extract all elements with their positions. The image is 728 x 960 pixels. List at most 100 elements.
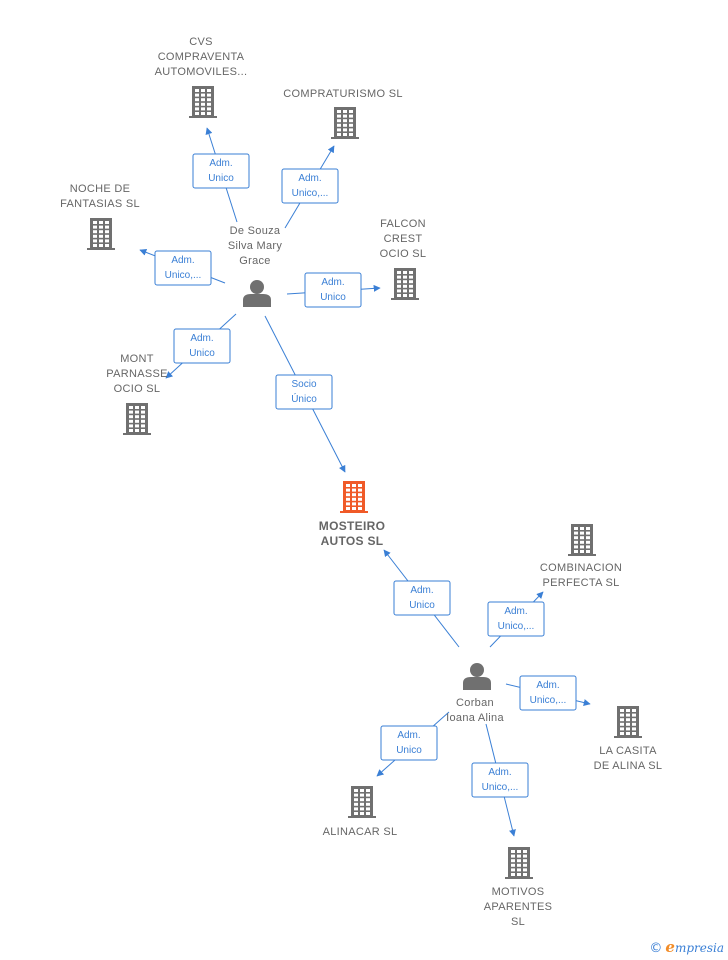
brand-footer: ©empresia xyxy=(649,938,724,956)
brand-logo-initial: e xyxy=(665,938,675,956)
node-label: Corban xyxy=(456,697,494,709)
node-label: PERFECTA SL xyxy=(542,577,619,589)
edge-label-text: Adm. xyxy=(171,255,194,266)
edge-label-box[interactable] xyxy=(304,272,362,308)
edge-label-text: Unico,... xyxy=(498,621,535,632)
node-label: FALCON xyxy=(380,218,426,230)
node-motivos[interactable]: MOTIVOS APARENTES SL xyxy=(484,847,553,928)
brand-logo-text: mpresia xyxy=(674,941,724,955)
building-icon xyxy=(348,786,376,818)
edge-label-box[interactable] xyxy=(471,762,529,798)
node-label: AUTOS SL xyxy=(321,534,384,548)
node-label: CREST xyxy=(384,233,423,245)
node-label: PARNASSE xyxy=(106,368,168,380)
edge-desouza-falcon: Adm. Unico xyxy=(286,272,381,308)
node-label: MOSTEIRO xyxy=(319,519,385,533)
building-icon xyxy=(123,403,151,435)
nodes-layer: CVS COMPRAVENTA AUTOMOVILES... COMPRATURISM… xyxy=(60,36,662,928)
edge-label-text: Adm. xyxy=(298,173,321,184)
node-label: AUTOMOVILES... xyxy=(155,66,248,78)
node-combinacion[interactable]: COMBINACION PERFECTA SL xyxy=(540,524,622,589)
building-icon xyxy=(87,218,115,250)
node-alinacar[interactable]: ALINACAR SL xyxy=(323,786,398,838)
node-label: SL xyxy=(511,916,525,928)
node-label: NOCHE DE xyxy=(70,183,130,195)
edge-label-text: Unico xyxy=(189,348,215,359)
edge-label-text: Adm. xyxy=(410,585,433,596)
edge-desouza-compraturismo: Adm. Unico,... xyxy=(281,145,339,229)
edge-corban-mosteiro: Adm. Unico xyxy=(383,549,460,648)
edge-label-text: Unico xyxy=(396,745,422,756)
edge-corban-lacasita: Adm. Unico,... xyxy=(505,675,591,711)
building-icon xyxy=(568,524,596,556)
node-label: LA CASITA xyxy=(599,745,657,757)
edge-label-text: Unico xyxy=(208,173,234,184)
node-label: FANTASIAS SL xyxy=(60,198,140,210)
node-label: COMBINACION xyxy=(540,562,622,574)
edge-label-text: Unico,... xyxy=(292,188,329,199)
edge-label-text: Único xyxy=(291,392,317,405)
copyright-icon: © xyxy=(649,941,663,956)
node-label: OCIO SL xyxy=(380,248,427,260)
edge-label-text: Adm. xyxy=(397,730,420,741)
node-label: Ioana Alina xyxy=(446,712,504,724)
edge-label-text: Adm. xyxy=(190,333,213,344)
edge-label-text: Adm. xyxy=(209,158,232,169)
edge-corban-combinacion: Adm. Unico,... xyxy=(487,591,545,648)
building-icon xyxy=(331,107,359,139)
edge-label-text: Adm. xyxy=(321,277,344,288)
node-label: APARENTES xyxy=(484,901,553,913)
building-icon xyxy=(189,86,217,118)
node-label: COMPRATURISMO SL xyxy=(283,88,403,100)
building-icon xyxy=(614,706,642,738)
building-icon xyxy=(505,847,533,879)
edge-corban-motivos: Adm. Unico,... xyxy=(471,723,529,837)
edge-desouza-noche: Adm. Unico,... xyxy=(139,249,226,286)
edge-label-box[interactable] xyxy=(173,328,231,364)
edge-label-box[interactable] xyxy=(519,675,577,711)
node-label: OCIO SL xyxy=(114,383,161,395)
edge-label-text: Adm. xyxy=(488,767,511,778)
node-noche[interactable]: NOCHE DE FANTASIAS SL xyxy=(60,183,140,250)
node-label: MOTIVOS xyxy=(492,886,545,898)
edge-label-text: Unico,... xyxy=(482,782,519,793)
edge-label-text: Socio xyxy=(291,379,316,390)
node-compraturismo[interactable]: COMPRATURISMO SL xyxy=(283,88,403,139)
edge-label-box[interactable] xyxy=(192,153,250,189)
node-label: Silva Mary xyxy=(228,240,283,252)
node-label: CVS xyxy=(189,36,213,48)
edge-label-text: Unico xyxy=(320,292,346,303)
edge-label-box[interactable] xyxy=(275,374,333,410)
node-mont[interactable]: MONT PARNASSE OCIO SL xyxy=(106,353,168,435)
edge-label-text: Unico xyxy=(409,600,435,611)
node-label: DE ALINA SL xyxy=(594,760,663,772)
edge-label-text: Unico,... xyxy=(530,695,567,706)
node-label: ALINACAR SL xyxy=(323,826,398,838)
node-lacasita[interactable]: LA CASITA DE ALINA SL xyxy=(594,706,663,772)
node-label: Grace xyxy=(239,255,270,267)
edge-label-box[interactable] xyxy=(281,168,339,204)
node-cvs[interactable]: CVS COMPRAVENTA AUTOMOVILES... xyxy=(155,36,248,118)
node-label: MONT xyxy=(120,353,154,365)
edge-label-text: Adm. xyxy=(536,680,559,691)
edge-label-box[interactable] xyxy=(487,601,545,637)
building-icon xyxy=(340,481,368,513)
edge-label-box[interactable] xyxy=(380,725,438,761)
person-icon xyxy=(243,280,271,307)
edge-corban-alinacar: Adm. Unico xyxy=(376,711,450,777)
person-icon xyxy=(463,663,491,690)
building-icon xyxy=(391,268,419,300)
node-label: De Souza xyxy=(230,225,281,237)
edge-label-box[interactable] xyxy=(393,580,451,616)
edge-label-box[interactable] xyxy=(154,250,212,286)
edge-label-text: Adm. xyxy=(504,606,527,617)
node-label: COMPRAVENTA xyxy=(158,51,245,63)
node-falcon[interactable]: FALCON CREST OCIO SL xyxy=(380,218,427,300)
edge-label-text: Unico,... xyxy=(165,270,202,281)
